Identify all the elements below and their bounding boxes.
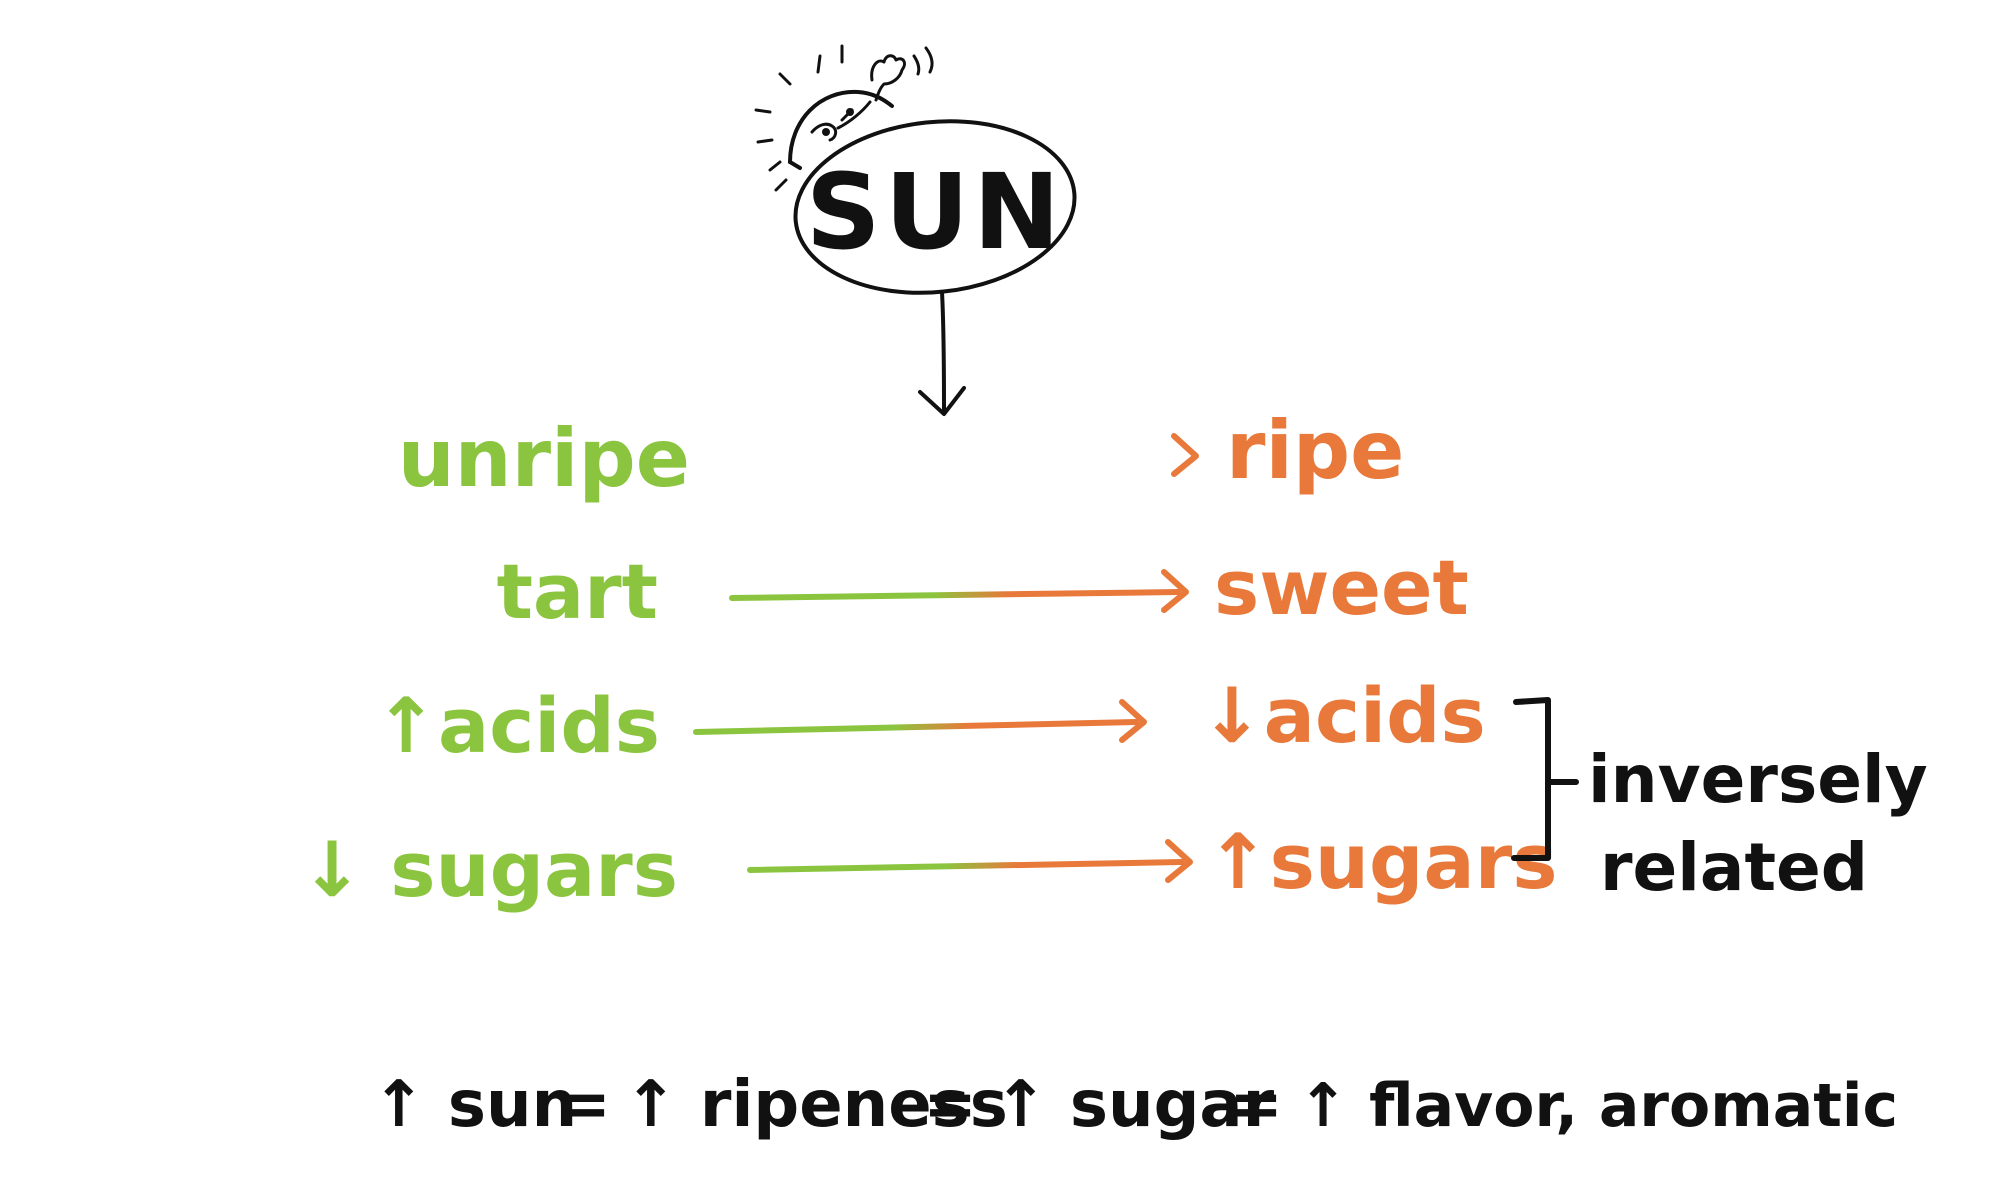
transition-arrow-line-4 [747,859,1185,873]
transition-arrow-line-3 [693,719,1139,735]
sun-down-arrow [918,290,966,416]
bracket-note-line-2: related [1600,829,1868,906]
bracket-note-line-1: inversely [1588,741,1928,818]
equation-term-3: ↑ sugar [994,1068,1275,1142]
inverse-bracket [1511,697,1579,861]
transition-to-2: sweet [1214,543,1469,632]
transition-arrow-head-1 [1171,433,1199,477]
transition-row-2: tart sweet [497,543,1469,636]
transition-from-2: tart [497,547,658,636]
transition-row-4: ↓ sugars ↑sugars [300,817,1557,914]
transition-from-4: ↓ sugars [300,825,678,914]
transition-row-1: unripe ripe [398,404,1405,505]
equation: ↑ sun = ↑ ripeness = ↑ sugar = ↑ flavor,… [372,1068,1898,1142]
transition-to-4: ↑sugars [1206,817,1557,906]
equation-term-4: ↑ flavor, aromatic [1298,1071,1898,1141]
transition-arrow-line-2 [729,589,1181,601]
equation-term-2: ↑ ripeness [624,1068,1008,1142]
equation-operator-2: = [923,1068,977,1142]
transition-from-3: ↑acids [374,681,660,770]
transition-arrow-head-3 [1119,699,1147,743]
transition-to-1: ripe [1226,404,1404,497]
equation-operator-3: = [1229,1068,1283,1142]
transition-arrow-head-2 [1161,569,1189,613]
sun-icon [754,44,934,192]
sun-label: SUN [806,151,1064,273]
equation-term-1: ↑ sun [372,1068,577,1142]
transition-row-3: ↑acids ↓acids [374,671,1485,770]
transition-arrow-head-4 [1165,839,1193,883]
transition-from-1: unripe [398,412,690,505]
equation-operator-1: = [557,1068,611,1142]
transition-to-3: ↓acids [1200,671,1486,760]
